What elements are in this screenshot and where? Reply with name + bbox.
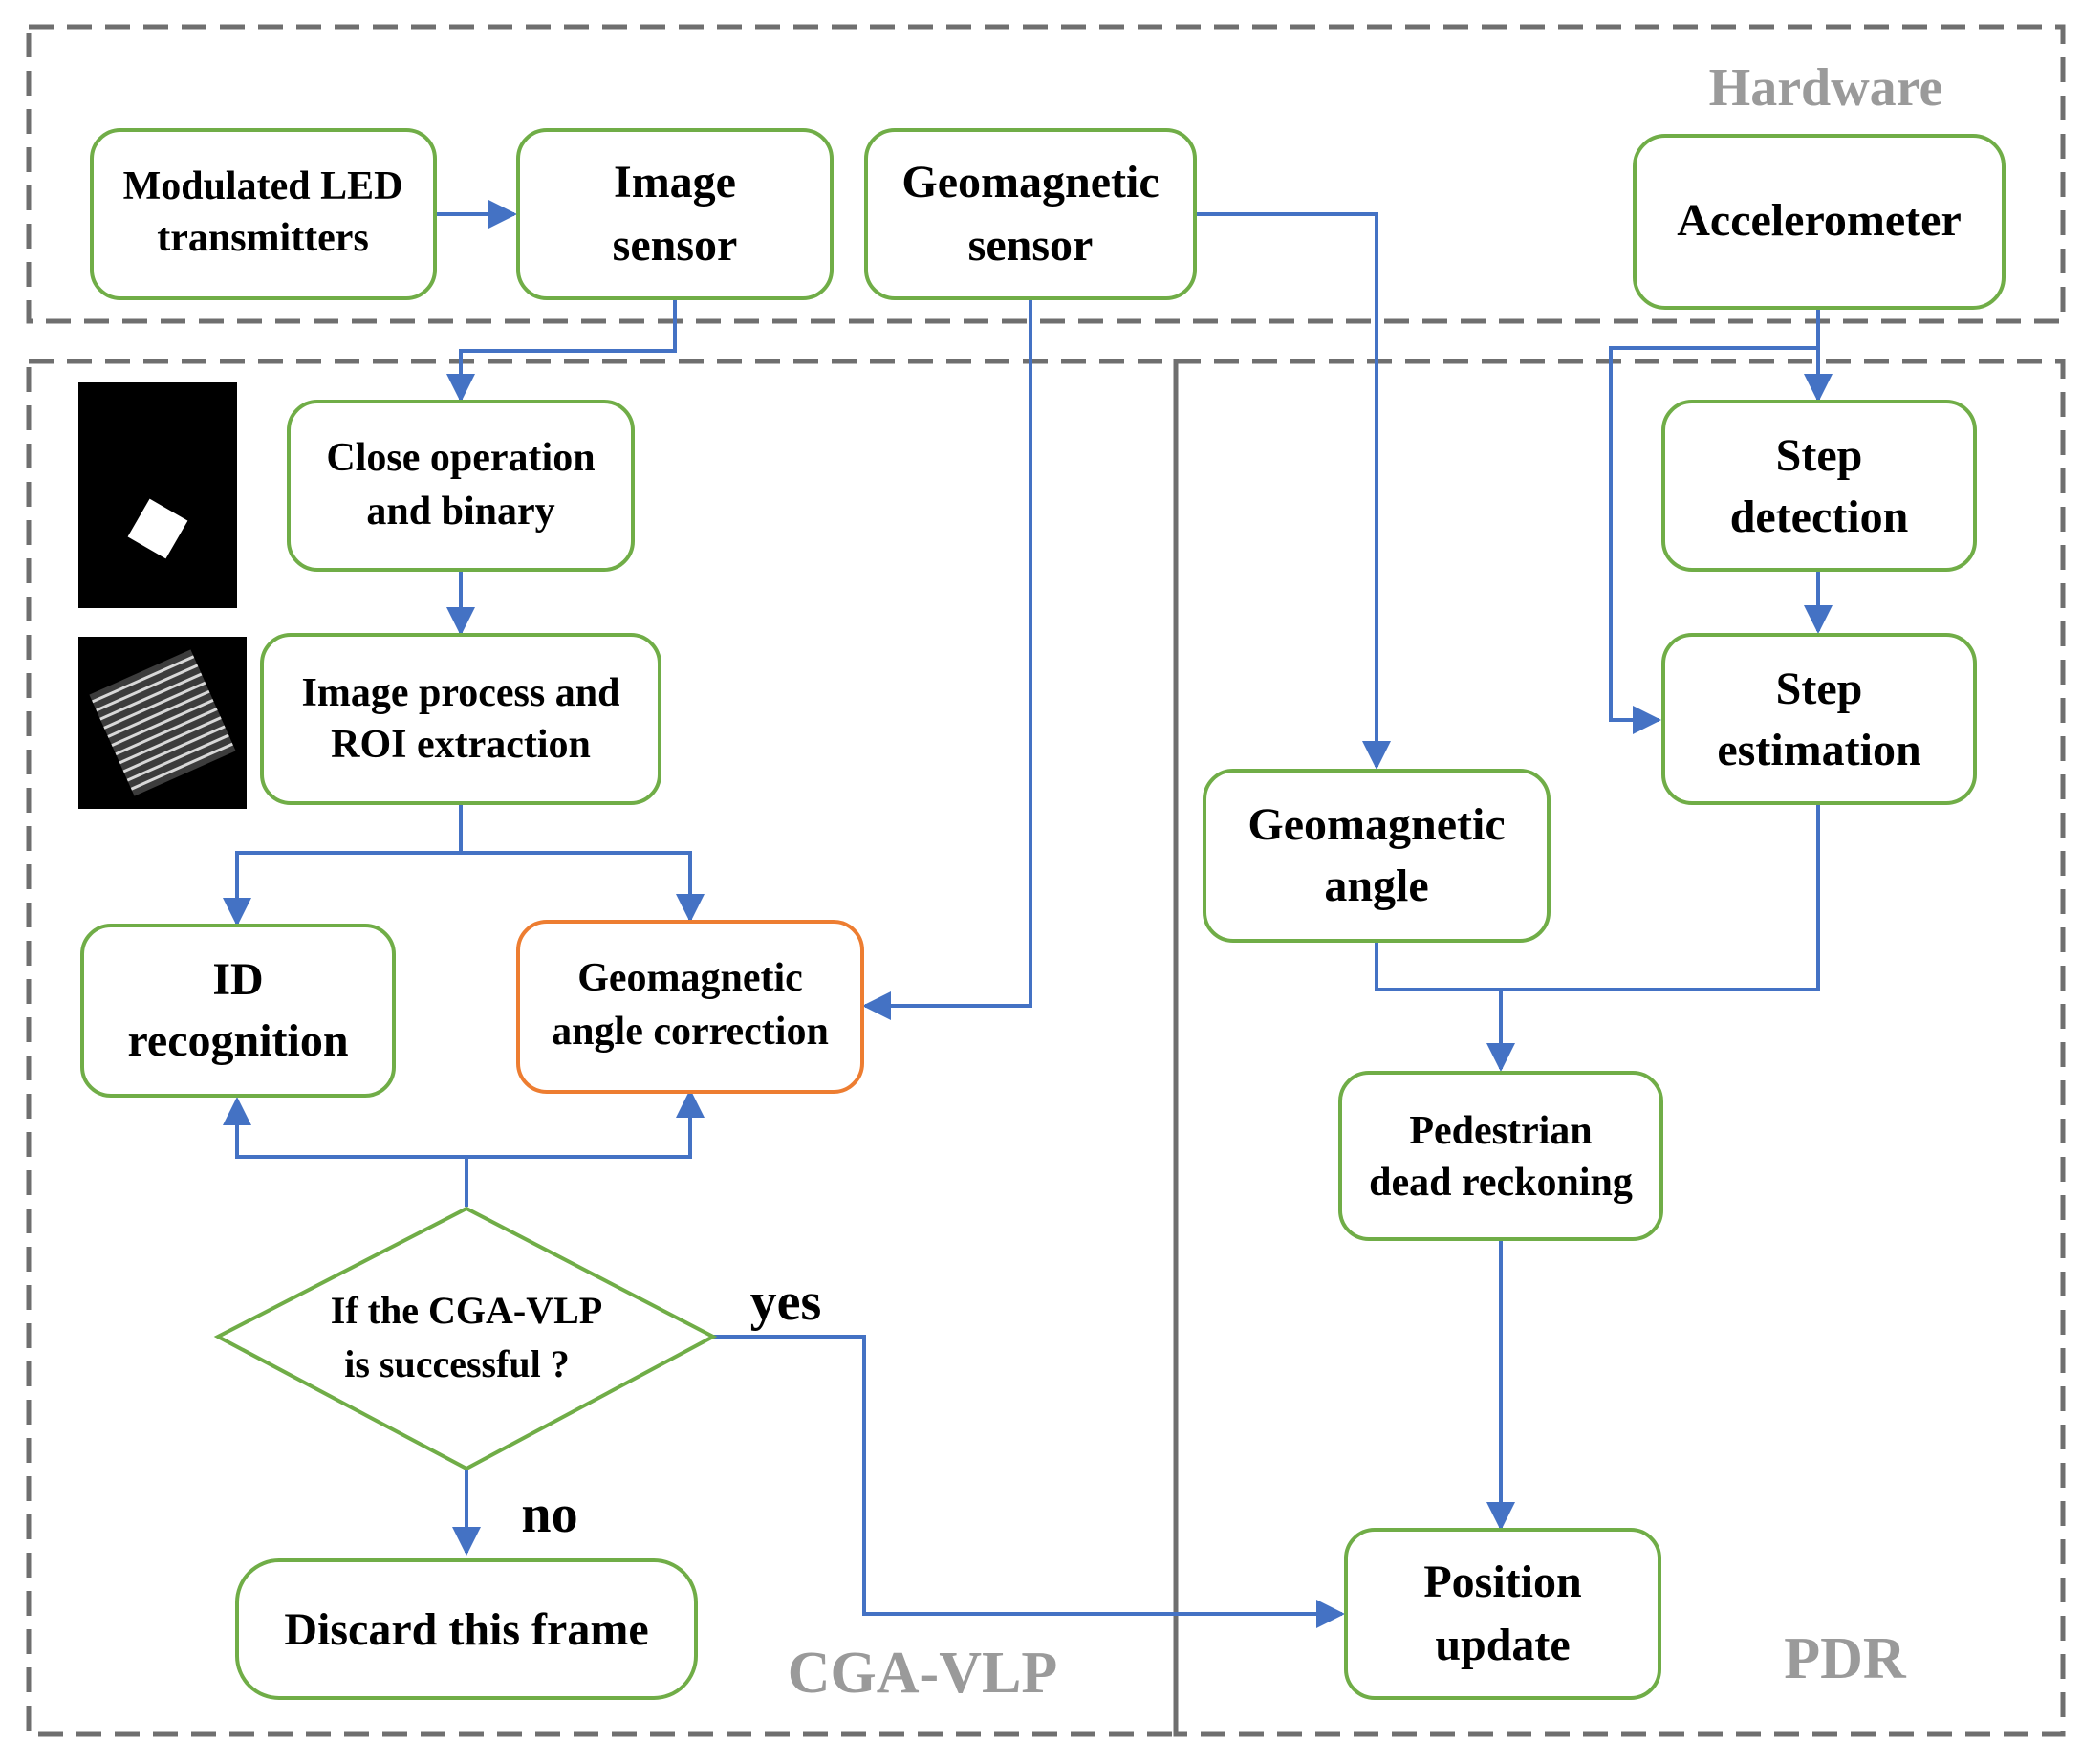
node-geomagnetic-sensor: Geomagnetic sensor [864, 128, 1197, 300]
node-decision: If the CGA-VLP is successful ? [213, 1206, 718, 1471]
node-close-op-line-2: and binary [366, 490, 554, 534]
arrow-decision-to-id [223, 1097, 468, 1207]
node-image-sensor: Image sensor [516, 128, 834, 300]
node-close-op-line-1: Close operation [326, 436, 595, 480]
node-discard-line-1: Discard this frame [284, 1604, 648, 1655]
node-image-process-line-2: ROI extraction [331, 723, 591, 767]
node-geo-sensor-line-1: Geomagnetic [901, 157, 1159, 207]
node-decision-line-1: If the CGA-VLP [331, 1289, 602, 1332]
arrow-geo-sensor-to-geo-angle [1195, 212, 1391, 770]
node-pedestrian-dead-reckoning: Pedestrian dead reckoning [1338, 1071, 1663, 1241]
node-id-line-2: recognition [127, 1015, 348, 1066]
node-image-sensor-line-2: sensor [613, 220, 738, 271]
node-step-detection: Step detection [1661, 400, 1977, 572]
node-pdr-line-2: dead reckoning [1369, 1161, 1633, 1205]
node-geo-angle-line-1: Geomagnetic [1247, 799, 1505, 850]
pdr-region-label: PDR [1784, 1626, 1907, 1691]
arrow-image-process-to-correction [461, 851, 705, 923]
node-geo-angle-line-2: angle [1324, 860, 1428, 911]
node-position-line-1: Position [1423, 1557, 1581, 1607]
node-geomagnetic-angle-correction: Geomagnetic angle correction [516, 920, 864, 1094]
node-id-recognition: ID recognition [80, 924, 396, 1098]
no-label: no [521, 1485, 577, 1544]
arrow-image-sensor-to-close-op [446, 298, 677, 403]
pdr-region [1173, 359, 2066, 1737]
node-step-detection-line-1: Step [1776, 430, 1863, 481]
arrow-decision-to-correction [466, 1089, 705, 1159]
cga-vlp-region-label: CGA-VLP [788, 1641, 1057, 1706]
node-step-estimation: Step estimation [1661, 633, 1977, 805]
node-close-operation: Close operation and binary [287, 400, 635, 572]
node-geomagnetic-angle: Geomagnetic angle [1203, 769, 1551, 943]
node-led-line-2: transmitters [157, 216, 369, 260]
node-image-sensor-line-1: Image [614, 157, 736, 207]
node-decision-line-2: is successful ? [344, 1342, 570, 1385]
connectors [223, 200, 1833, 1628]
node-accelerometer-line-1: Accelerometer [1677, 195, 1962, 246]
node-step-estimation-line-1: Step [1776, 664, 1863, 714]
node-accelerometer: Accelerometer [1633, 134, 2006, 310]
node-geo-sensor-line-2: sensor [968, 220, 1094, 271]
line-geo-angle-and-step-estimation [1375, 803, 1820, 991]
hardware-region [26, 24, 2066, 324]
node-position-line-2: update [1435, 1620, 1570, 1670]
arrow-accelerometer-to-step-estimation [1609, 346, 1818, 734]
arrow-image-process-to-id [223, 803, 463, 926]
hardware-region-label: Hardware [1709, 58, 1943, 118]
node-led-line-1: Modulated LED [123, 164, 403, 208]
node-correction-line-1: Geomagnetic [577, 956, 803, 1000]
node-pdr-line-1: Pedestrian [1409, 1109, 1592, 1153]
node-led-transmitters: Modulated LED transmitters [90, 128, 437, 300]
arrow-decision-yes-to-position [713, 1335, 1345, 1628]
binary-image-thumbnail [78, 382, 237, 608]
node-image-process: Image process and ROI extraction [260, 633, 661, 805]
node-step-detection-line-2: detection [1730, 491, 1909, 542]
roi-stripes-thumbnail [78, 637, 247, 809]
node-discard-frame: Discard this frame [235, 1558, 698, 1700]
node-position-update: Position update [1344, 1528, 1661, 1700]
arrow-geo-sensor-to-correction [862, 298, 1032, 1020]
yes-label: yes [750, 1273, 822, 1332]
node-image-process-line-1: Image process and [302, 671, 620, 715]
node-id-line-1: ID [212, 954, 263, 1005]
node-step-estimation-line-2: estimation [1717, 725, 1920, 775]
node-correction-line-2: angle correction [552, 1010, 829, 1054]
cga-vlp-region [26, 359, 1179, 1737]
